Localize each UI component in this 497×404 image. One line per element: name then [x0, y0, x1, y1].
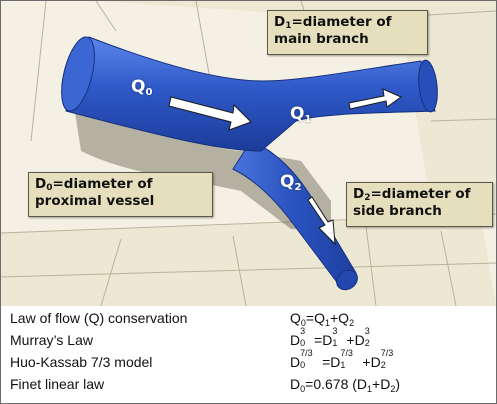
- law-name: Huo-Kassab 7/3 model: [10, 354, 153, 370]
- laws-table: Law of flow (Q) conservation Q0=Q1+Q2 Mu…: [1, 306, 496, 403]
- bifurcation-illustration: [1, 1, 496, 306]
- flow-q1-label: Q1: [290, 104, 312, 125]
- law-name: Law of flow (Q) conservation: [10, 310, 188, 326]
- arrow-q1: [348, 88, 403, 110]
- flow-q2-label: Q2: [280, 172, 302, 193]
- law-row-finet: Finet linear law D0=0.678 (D1+D2): [10, 374, 490, 396]
- proximal-vessel-diameter-label: D0=diameter of proximal vessel: [28, 172, 213, 217]
- law-equation: D0=0.678 (D1+D2): [290, 376, 401, 394]
- side-branch-diameter-label: D2=diameter of side branch: [346, 182, 493, 227]
- proximal-opening: [61, 36, 95, 112]
- law-name: Murray’s Law: [10, 332, 93, 348]
- law-row-conservation: Law of flow (Q) conservation Q0=Q1+Q2: [10, 308, 490, 330]
- main-branch-opening: [418, 59, 438, 113]
- main-vessel: [65, 36, 436, 152]
- side-branch-opening: [336, 269, 358, 291]
- arrow-q2: [307, 196, 336, 246]
- arrow-q0: [168, 96, 252, 131]
- law-name: Finet linear law: [10, 376, 105, 392]
- main-branch-diameter-label: D1=diameter of main branch: [267, 10, 428, 55]
- law-equation: Q0=Q1+Q2: [290, 310, 355, 328]
- flow-q0-label: Q0: [131, 77, 153, 98]
